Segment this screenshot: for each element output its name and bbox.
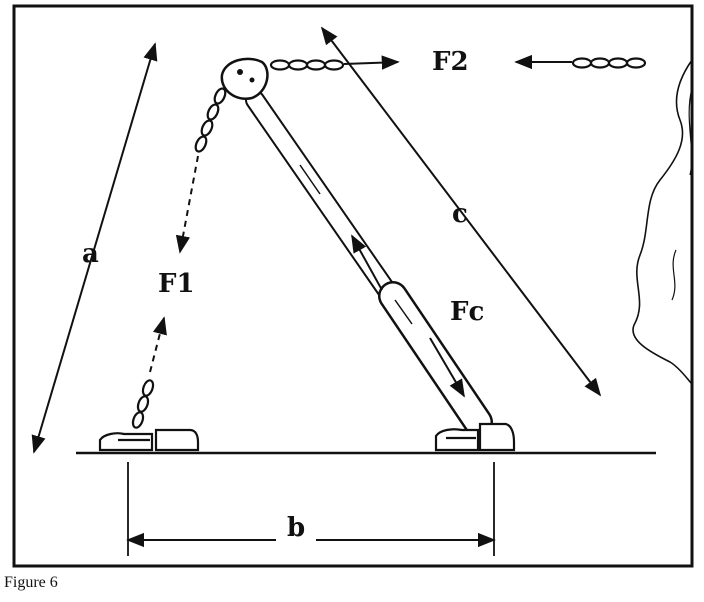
label-c: c (452, 199, 468, 229)
label-f2: F2 (432, 47, 469, 77)
force-f2-arrow-left (343, 55, 400, 70)
chain-top-right (571, 57, 647, 69)
dimension-c-arrow (320, 26, 602, 397)
label-b: b (287, 513, 305, 543)
top-knot (220, 57, 269, 101)
force-fc-arrow-up (351, 234, 383, 291)
label-a: a (82, 239, 99, 269)
chain-hanging (194, 87, 227, 153)
force-f1-arrow-lower (149, 316, 167, 373)
figure-border (12, 4, 694, 568)
anchor-right (434, 422, 516, 452)
label-fc: Fc (450, 297, 484, 327)
dimension-a-arrow (31, 42, 158, 454)
chain-bottom (131, 379, 155, 429)
force-fc-arrow-down (429, 337, 465, 398)
anchor-left (98, 428, 200, 452)
chain-top-left (269, 59, 345, 71)
figure-caption: Figure 6 (4, 574, 58, 591)
force-f1-arrow-upper (175, 155, 199, 254)
rock-wall (632, 59, 693, 385)
label-f1: F1 (158, 269, 195, 299)
rock-crack (671, 87, 693, 301)
